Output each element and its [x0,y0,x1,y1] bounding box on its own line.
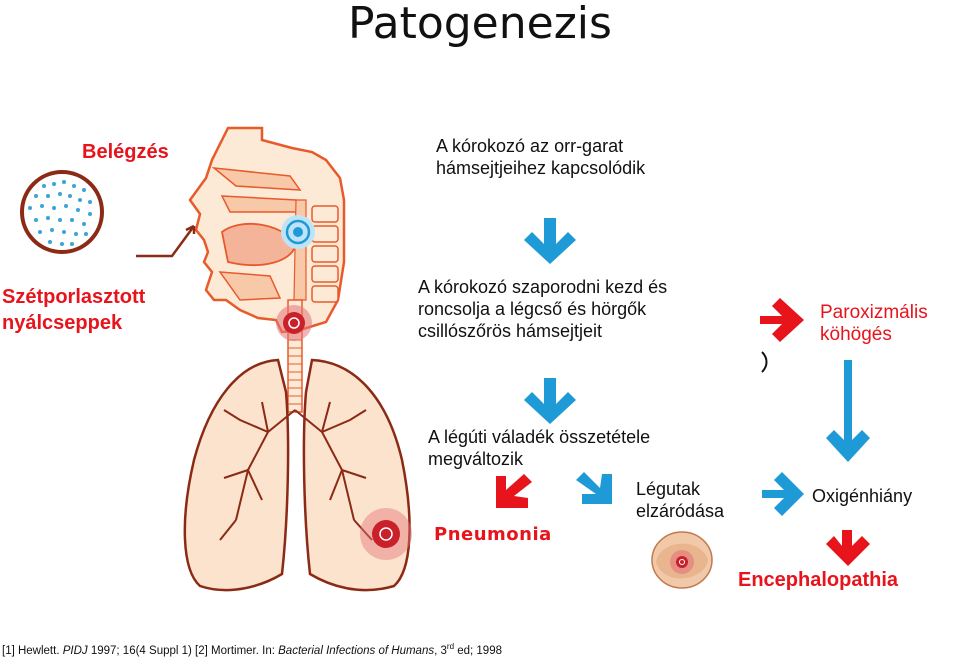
step1-text: A kórokozó az orr-garat hámsejtjeihez ka… [436,135,645,179]
step3-text: A légúti váladék összetétele megváltozik [428,426,650,470]
cough-label: Paroxizmális köhögés [820,302,928,346]
ref1: [1] Hewlett. [2,644,63,657]
pneumonia-label: Pneumonia [434,524,552,545]
step3-line2: megváltozik [428,449,524,469]
droplets-label: Szétporlasztott nyálcseppek [2,284,145,336]
ref2-edition: , 3 [434,644,447,657]
inhalation-label: Belégzés [82,141,169,163]
ref2-sup: rd [446,642,455,651]
step1-line1: A kórokozó az orr-garat [436,136,624,156]
encephalopathy-label: Encephalopathia [738,569,899,591]
page-title: Patogenezis [348,0,612,49]
airway-line2: elzáródása [636,501,725,521]
airway-line1: Légutak [636,479,701,499]
ref2-book: Bacterial Infections of Humans [278,644,435,657]
step2-text: A kórokozó szaporodni kezd és roncsolja … [418,276,667,342]
droplets-label-line2: nyálcseppek [2,312,123,334]
ref1-journal: PIDJ [62,644,88,657]
step3-line1: A légúti váladék összetétele [428,427,651,447]
cough-line2: köhögés [820,324,892,345]
cough-line1: Paroxizmális [820,302,928,323]
droplets-label-line1: Szétporlasztott [2,286,146,308]
footer-references: [1] Hewlett. PIDJ 1997; 16(4 Suppl 1) [2… [2,642,502,657]
step2-line1: A kórokozó szaporodni kezd és [418,277,668,297]
step2-line3: csillószőrös hámsejtjeit [418,321,603,341]
airway-obstruction-text: Légutak elzáródása [636,478,724,522]
ref1-rest: 1997; 16(4 Suppl 1) [2] Mortimer. In: [87,644,279,657]
step1-line2: hámsejtjeihez kapcsolódik [436,158,646,178]
hypoxia-label: Oxigénhiány [812,486,913,506]
ref2-rest: ed; 1998 [454,644,502,657]
step2-line2: roncsolja a légcső és hörgők [418,299,647,319]
